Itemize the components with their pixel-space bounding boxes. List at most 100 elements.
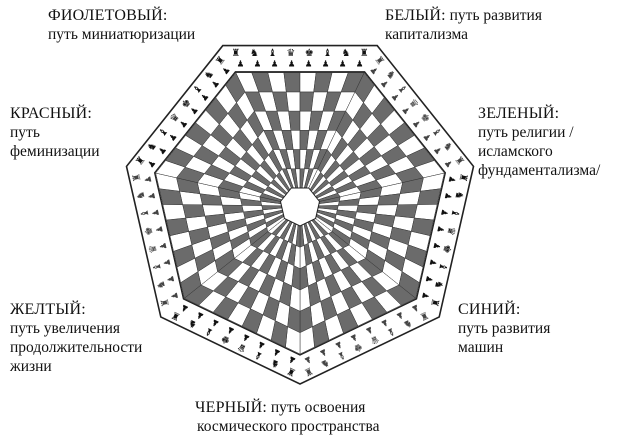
- yellow-path-line1: путь увеличения: [10, 320, 121, 337]
- chess-pawn-icon: ♟: [394, 309, 405, 321]
- chess-piece-icon: ♝: [151, 261, 164, 272]
- chess-pawn-icon: ♟: [254, 60, 262, 70]
- chess-pawn-icon: ♟: [379, 316, 390, 328]
- blue-title: СИНИЙ:: [458, 301, 521, 318]
- chess-pawn-icon: ♟: [143, 175, 154, 185]
- chess-pawn-icon: ♟: [287, 353, 298, 365]
- chess-piece-icon: ♞: [135, 190, 148, 201]
- chess-piece-icon: ♞: [186, 316, 199, 330]
- chess-pawn-icon: ♟: [445, 175, 456, 185]
- chess-piece-icon: ♛: [236, 340, 249, 354]
- white-path-line1: путь развития: [449, 7, 542, 24]
- chess-pawn-icon: ♟: [302, 353, 313, 365]
- red-title: КРАСНЫЙ:: [10, 105, 93, 122]
- chess-piece-icon: ♜: [159, 297, 172, 308]
- board-square: [394, 204, 418, 219]
- green-path-line2: исламского: [478, 143, 553, 160]
- chess-piece-icon: ♞: [452, 190, 465, 201]
- chess-piece-icon: ♜: [302, 364, 315, 378]
- board-square: [417, 188, 442, 205]
- chess-pawn-icon: ♟: [151, 208, 162, 218]
- chess-pawn-icon: ♟: [288, 60, 296, 70]
- board-square: [162, 204, 187, 221]
- chess-pawn-icon: ♟: [225, 324, 236, 336]
- chess-pawn-icon: ♟: [442, 191, 453, 201]
- green-path-line3: фундаментализма/: [478, 162, 601, 179]
- chess-piece-icon: ♚: [440, 243, 453, 254]
- chess-piece-icon: ♚: [219, 332, 232, 346]
- chess-pawn-icon: ♟: [195, 309, 206, 321]
- board-center: [279, 187, 321, 227]
- yellow-player-label: ЖЕЛТЫЙ: путь увеличения продолжительност…: [10, 300, 142, 376]
- black-path-line1: путь освоения: [270, 399, 366, 416]
- chess-pawn-icon: ♟: [438, 208, 449, 218]
- board-square: [299, 72, 317, 93]
- chess-piece-icon: ♝: [203, 324, 216, 338]
- chess-piece-icon: ♚: [143, 225, 156, 236]
- chess-pawn-icon: ♟: [339, 60, 347, 70]
- chess-pawn-icon: ♟: [423, 274, 434, 284]
- chess-piece-icon: ♝: [436, 261, 449, 272]
- chess-piece-icon: ♞: [318, 356, 331, 370]
- blue-path-line2: машин: [458, 339, 504, 356]
- chess-pawn-icon: ♟: [170, 291, 181, 301]
- chess-piece-icon: ♛: [147, 243, 160, 254]
- chess-piece-icon: ♜: [417, 308, 430, 322]
- chess-pawn-icon: ♟: [162, 258, 173, 268]
- white-path-line2: капитализма: [385, 26, 469, 43]
- board-pieces: ♜♟♞♟♝♟♛♟♚♟♝♟♞♟♜♟♜♟♞♟♝♟♛♟♚♟♝♟♞♟♜♟♜♟♞♟♝♟♛♟…: [131, 48, 469, 378]
- chess-piece-icon: ♞: [432, 279, 445, 290]
- board-square: [182, 204, 206, 219]
- chess-pawn-icon: ♟: [409, 301, 420, 313]
- chess-pawn-icon: ♟: [322, 60, 330, 70]
- chess-piece-icon: ♜: [131, 172, 144, 183]
- chess-pawn-icon: ♟: [179, 301, 190, 313]
- board-squares: [155, 72, 445, 355]
- chess-piece-icon: ♝: [448, 208, 461, 219]
- chess-piece-icon: ♞: [269, 356, 282, 370]
- chess-piece-icon: ♜: [428, 297, 441, 308]
- board-square: [283, 72, 301, 93]
- violet-title: ФИОЛЕТОВЫЙ:: [48, 7, 168, 24]
- chess-pawn-icon: ♟: [154, 224, 165, 234]
- board-square: [413, 204, 438, 221]
- chess-piece-icon: ♝: [252, 348, 265, 362]
- chess-pawn-icon: ♟: [363, 324, 374, 336]
- chess-pawn-icon: ♟: [241, 331, 252, 343]
- chess-pawn-icon: ♟: [348, 331, 359, 343]
- chess-piece-icon: ♝: [139, 208, 152, 219]
- chess-pawn-icon: ♟: [426, 258, 437, 268]
- red-path-line1: путь: [10, 124, 40, 141]
- chess-piece-icon: ♞: [155, 279, 168, 290]
- board-square: [288, 110, 301, 131]
- green-path-line1: путь религии /: [478, 124, 574, 141]
- chess-piece-icon: ♝: [335, 348, 348, 362]
- black-player-label: ЧЕРНЫЙ: путь освоения космического прост…: [195, 398, 380, 436]
- black-path-line2: космического пространства: [197, 418, 380, 435]
- red-player-label: КРАСНЫЙ: путь феминизации: [10, 104, 100, 161]
- chess-piece-icon: ♝: [384, 324, 397, 338]
- chess-piece-icon: ♚: [305, 48, 314, 59]
- chess-pawn-icon: ♟: [237, 60, 245, 70]
- chess-pawn-icon: ♟: [256, 338, 267, 350]
- board-square: [286, 91, 301, 112]
- chess-piece-icon: ♜: [231, 48, 240, 59]
- chess-pawn-icon: ♟: [210, 316, 221, 328]
- chess-pawn-icon: ♟: [271, 346, 282, 358]
- chess-pawn-icon: ♟: [305, 60, 313, 70]
- chess-pawn-icon: ♟: [166, 274, 177, 284]
- chess-piece-icon: ♜: [456, 172, 469, 183]
- chess-piece-icon: ♛: [368, 332, 381, 346]
- blue-path-line1: путь развития: [458, 320, 551, 337]
- chess-piece-icon: ♜: [285, 364, 298, 378]
- blue-player-label: СИНИЙ: путь развития машин: [458, 300, 550, 357]
- chess-pawn-icon: ♟: [333, 338, 344, 350]
- white-title: БЕЛЫЙ:: [385, 7, 446, 24]
- chess-piece-icon: ♞: [341, 48, 350, 59]
- chess-pawn-icon: ♟: [356, 60, 364, 70]
- violet-player-label: ФИОЛЕТОВЫЙ: путь миниатюризации: [48, 6, 195, 44]
- chess-piece-icon: ♚: [351, 340, 364, 354]
- chess-pawn-icon: ♟: [317, 346, 328, 358]
- chess-piece-icon: ♛: [444, 225, 457, 236]
